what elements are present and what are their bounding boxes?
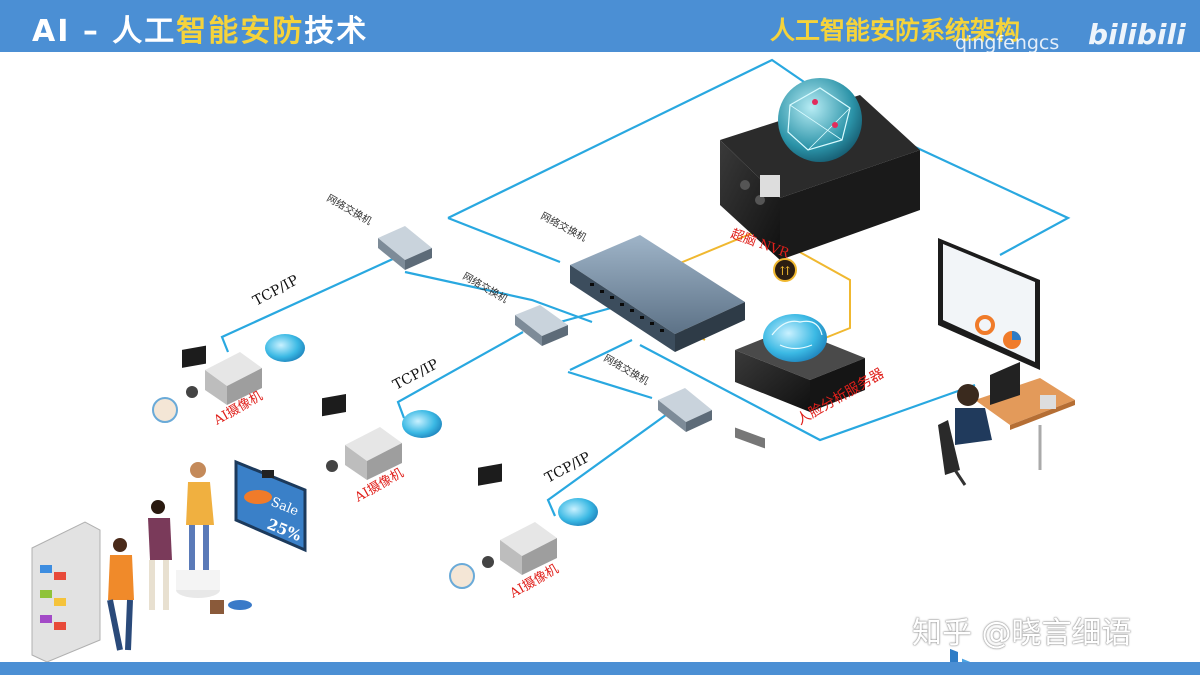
header-bar: AI – 人工智能安防技术 人工智能安防系统架构 qingfengcs bili… — [0, 0, 1200, 54]
protocol-label-2: TCP/IP — [390, 356, 441, 393]
title-highlight: 智能安防 — [176, 14, 305, 49]
link-switch1-core — [404, 270, 593, 324]
brain-icon-server — [763, 314, 827, 362]
link-nvr-face-yellow — [667, 228, 851, 341]
dashboard-monitor — [938, 238, 1040, 662]
link-core-operator — [639, 344, 976, 442]
link-core-up — [447, 216, 561, 264]
face-scan-icon-1 — [152, 397, 178, 423]
protocol-label-3: TCP/IP — [542, 449, 593, 486]
brain-icon-camera-1 — [265, 334, 305, 362]
face-server — [735, 328, 865, 412]
brain-icon-camera-2 — [402, 410, 442, 438]
svg-text:⇈: ⇈ — [779, 264, 791, 278]
page-title: AI – 人工智能安防技术 — [32, 6, 368, 50]
watermark-user: qingfengcs — [955, 32, 1060, 54]
switch-2 — [515, 305, 568, 346]
link-switch2-camera2 — [396, 331, 524, 419]
architecture-diagram: 超脑 NVR ⇈ 网络交换机 人脸分析服务器 — [31, 58, 1075, 662]
camera-2 — [322, 393, 402, 480]
core-switch — [570, 235, 745, 352]
operator-workstation — [938, 362, 1075, 486]
title-prefix: AI – 人工 — [32, 14, 177, 49]
switch-3-label: 网络交换机 — [602, 351, 652, 387]
globe-icon — [778, 78, 862, 162]
camera-3 — [478, 463, 557, 575]
sale-display: Sale 25% — [234, 459, 307, 553]
retail-scene — [31, 462, 252, 662]
brain-icon-camera-3 — [558, 498, 598, 526]
watermark-logo: bilibili — [1088, 18, 1186, 51]
link-switch3-core — [569, 339, 633, 371]
switch-2-label: 网络交换机 — [461, 269, 511, 305]
section-title: 人工智能安防系统架构 — [770, 16, 1021, 45]
lock-icon: ⇈ — [773, 258, 797, 282]
title-suffix: 技术 — [304, 14, 369, 49]
camera-1 — [182, 345, 262, 405]
network-links — [220, 58, 1071, 517]
link-nvr-monitor — [899, 139, 1071, 256]
link-switch1-camera1 — [220, 256, 396, 353]
face-scan-icon-3 — [449, 563, 475, 589]
switch-1-label: 网络交换机 — [325, 191, 375, 227]
link-switch3-camera3 — [546, 411, 671, 517]
source-credit: 知乎 @晓言细语 — [912, 616, 1132, 651]
link-switch3-left — [567, 370, 653, 400]
core-switch-label: 网络交换机 — [539, 209, 589, 244]
switch-3 — [658, 388, 712, 432]
switch-1 — [378, 226, 432, 270]
footer-bar — [0, 662, 1200, 675]
